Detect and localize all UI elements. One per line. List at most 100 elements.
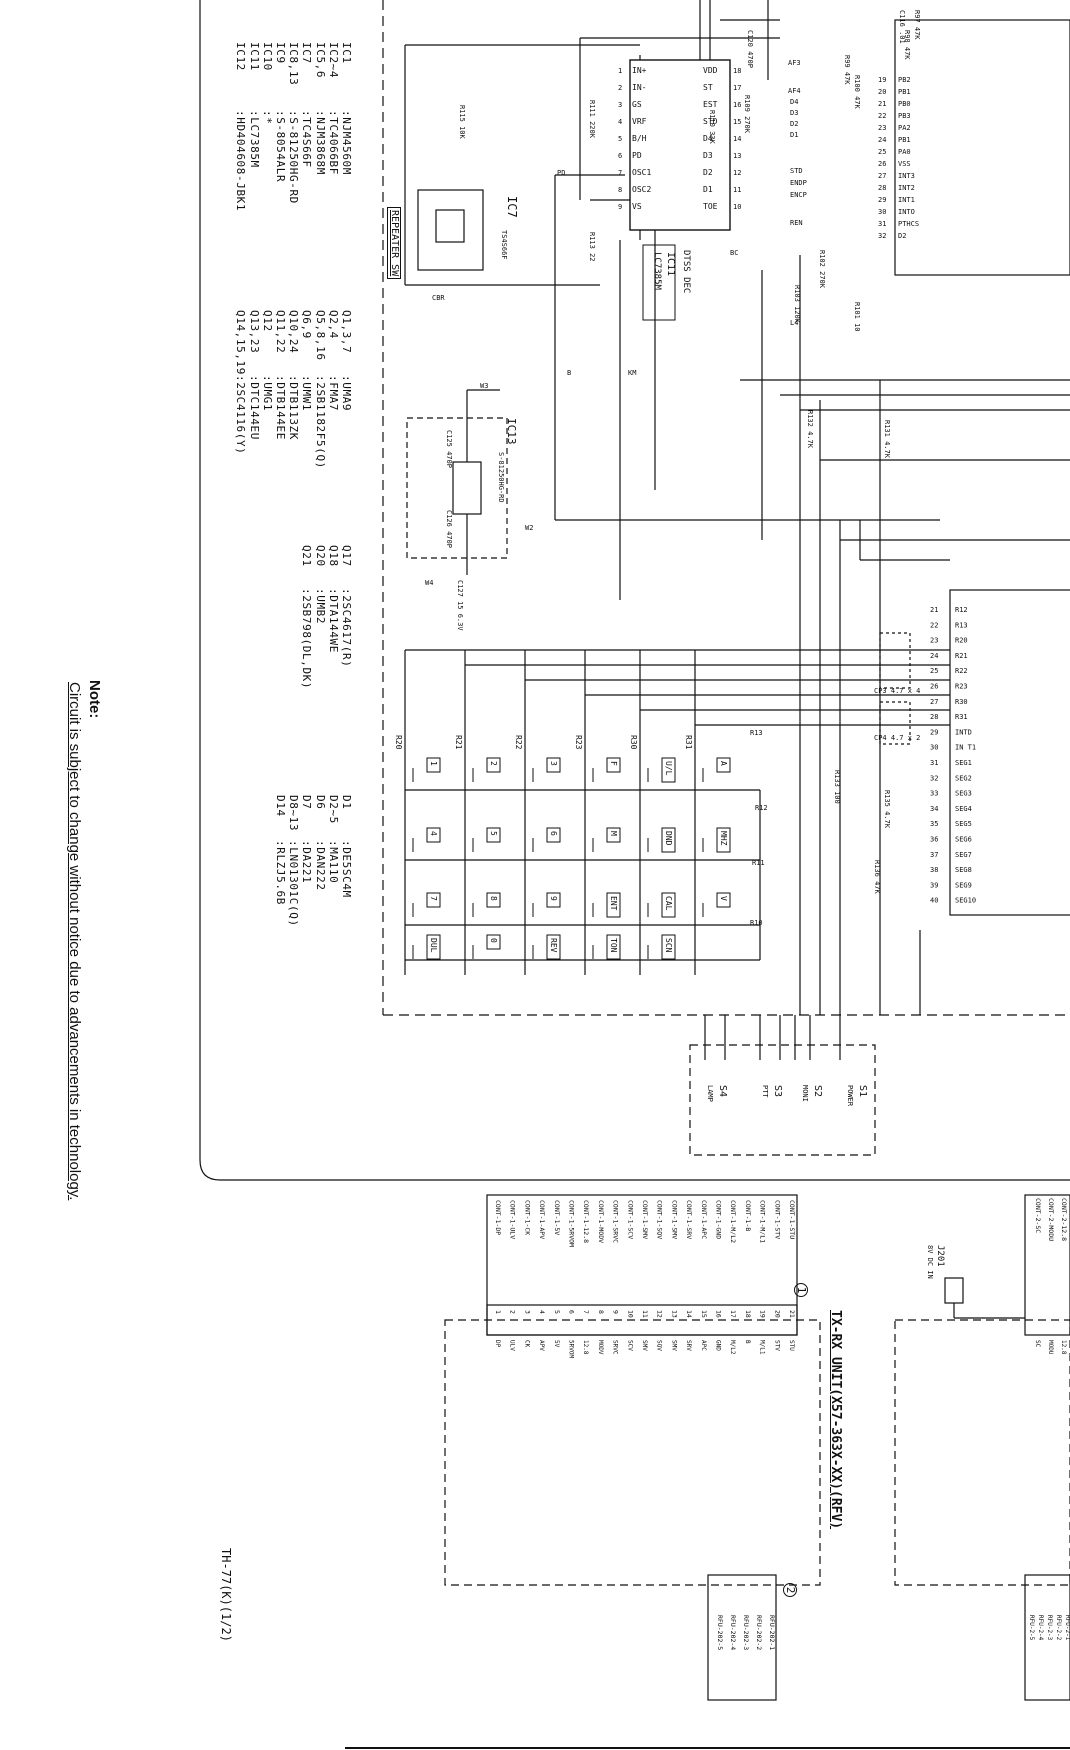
mcu-pin-label: SEG9 (955, 881, 972, 889)
connector3-signal: MODU (1047, 1340, 1054, 1355)
key-label: 6 (549, 831, 558, 836)
connector1-signal: SRVC (612, 1340, 619, 1355)
connector1-signal: SMV (641, 1340, 648, 1351)
connector1-pin: CONT-1-5V (553, 1200, 561, 1235)
resistor-label: R97 47K (913, 10, 921, 40)
connector1-pin-num: 14 (685, 1310, 693, 1318)
mcu-pin-num: 37 (930, 851, 938, 859)
ic11-pin-num: 6 (618, 152, 622, 160)
q2-part: :2SB798(DL,DK) (300, 588, 314, 690)
connector1-signal: MODV (597, 1340, 604, 1355)
connector2-number: 2 (783, 1583, 797, 1597)
row-label: R21 (454, 735, 463, 750)
key-9-button (546, 892, 561, 908)
resistor-label: R111 220K (588, 100, 596, 139)
switch-ref: S4 (717, 1085, 728, 1097)
ic-ref: IC7 (300, 42, 314, 64)
net-label: W3 (480, 382, 488, 390)
connector1-pin: CONT-1-SRV (685, 1200, 693, 1239)
row-label: R23 (574, 735, 583, 750)
mcu-top-pin-label: PB1 (898, 136, 911, 144)
mcu-top-pin-label: VSS (898, 160, 911, 168)
connector1-signal: SRV (685, 1340, 692, 1351)
connector1-pin-num: 17 (729, 1310, 737, 1318)
cp4-label: CP4 4.7 x 2 (874, 734, 921, 742)
connector1-signal: B (744, 1340, 751, 1344)
mcu-pin-num: 34 (930, 805, 938, 813)
key-ul-button (661, 757, 676, 783)
connector1-pin-num: 20 (773, 1310, 781, 1318)
connector2-pin: RFU-202-5 (716, 1615, 724, 1650)
key-label: F (609, 761, 618, 766)
net-label: R12 (755, 804, 768, 812)
ic11-pin-num: 8 (618, 186, 622, 194)
ic11-pin-right: VDD (703, 66, 718, 75)
net-label: BC (730, 249, 738, 257)
mcu-top-pin-label: INT2 (898, 184, 915, 192)
connector3-pin: CONT-2-SC (1034, 1198, 1042, 1233)
ic13-label: IC13 (505, 418, 518, 445)
note-body: Circuit is subject to change without not… (66, 682, 83, 1201)
net-label: ENDP (790, 179, 807, 187)
connector1-signal: APV (538, 1340, 545, 1351)
net-label: W4 (425, 579, 433, 587)
ic11-ref: IC11 (665, 252, 676, 276)
resistor-label: R115 10K (458, 105, 466, 140)
d-part: :DAN222 (313, 840, 327, 891)
connector1-signal: STV (773, 1340, 780, 1351)
ic-part: :S-8054ALR (274, 110, 287, 183)
key-7-button (426, 892, 441, 908)
ic11-pin-right: D1 (703, 185, 713, 194)
ic-part: :HD404608-JBK1 (234, 110, 248, 212)
q2-part: :UMB2 (313, 588, 327, 625)
connector4-pin: RFU-2-5 (1028, 1615, 1035, 1641)
mcu-top-pin-num: 30 (878, 208, 886, 216)
j201-desc: 8V DC IN (926, 1245, 934, 1279)
mcu-top-pin-label: PB3 (898, 112, 911, 120)
connector1-signal: DP (494, 1340, 501, 1348)
key-scn-button (661, 934, 676, 960)
connector1-pin: CONT-1-SMV (670, 1200, 678, 1239)
ic11-pin-num: 1 (618, 67, 622, 75)
mcu-top-pin-num: 25 (878, 148, 886, 156)
key-cal-button (661, 892, 676, 918)
connector4-pin: RFU-2-3 (1046, 1615, 1053, 1641)
net-label: KM (628, 369, 636, 377)
ic-ref: IC11 (247, 42, 261, 71)
d-ref: D8~13 (287, 795, 301, 832)
ic11-pin-right: D4 (703, 134, 713, 143)
ic7-label: IC7 (505, 196, 519, 218)
connector2-pin: RFU-202-2 (755, 1615, 763, 1650)
key-label: DUL (429, 938, 438, 953)
key-rev-button (546, 934, 561, 960)
connector1-pin-num: 16 (715, 1310, 723, 1318)
connector4-pin: RFU-2-2 (1055, 1615, 1062, 1641)
q-part: :DTB113ZK (287, 375, 301, 441)
q-ref: Q12 (260, 310, 274, 332)
mcu-top-pin-num: 29 (878, 196, 886, 204)
repeater-sw-label: REPEATER SW (387, 207, 401, 280)
key-label: 2 (489, 761, 498, 766)
resistor-label: R132 4.7K (806, 410, 814, 449)
ic11-function: DTSS DEC (681, 250, 691, 293)
connector1-signal: M/L1 (759, 1340, 766, 1355)
switch-name: LAMP (706, 1085, 714, 1102)
key-f-button (606, 757, 621, 773)
connector1-pin: CONT-1-SQV (656, 1200, 664, 1239)
d-ref: D7 (300, 795, 314, 810)
q-ref: Q6,9 (300, 310, 314, 339)
connector1-signal: GND (715, 1340, 722, 1351)
connector1-pin-num: 9 (612, 1310, 620, 1314)
connector1-pin-num: 21 (788, 1310, 796, 1318)
key-label: V (719, 896, 728, 901)
capacitor-label: C126 470P (445, 510, 453, 548)
mcu-pin-num: 21 (930, 606, 938, 614)
mcu-pin-label: SEG6 (955, 836, 972, 844)
row-label: R31 (684, 735, 693, 750)
q-part: :2SC4116(Y) (234, 375, 248, 455)
d-part: :LN01301C(Q) (287, 840, 301, 927)
key-label: 4 (429, 831, 438, 836)
q-ref: Q2,4 (326, 310, 340, 339)
ic11-pin-right: D3 (703, 151, 713, 160)
